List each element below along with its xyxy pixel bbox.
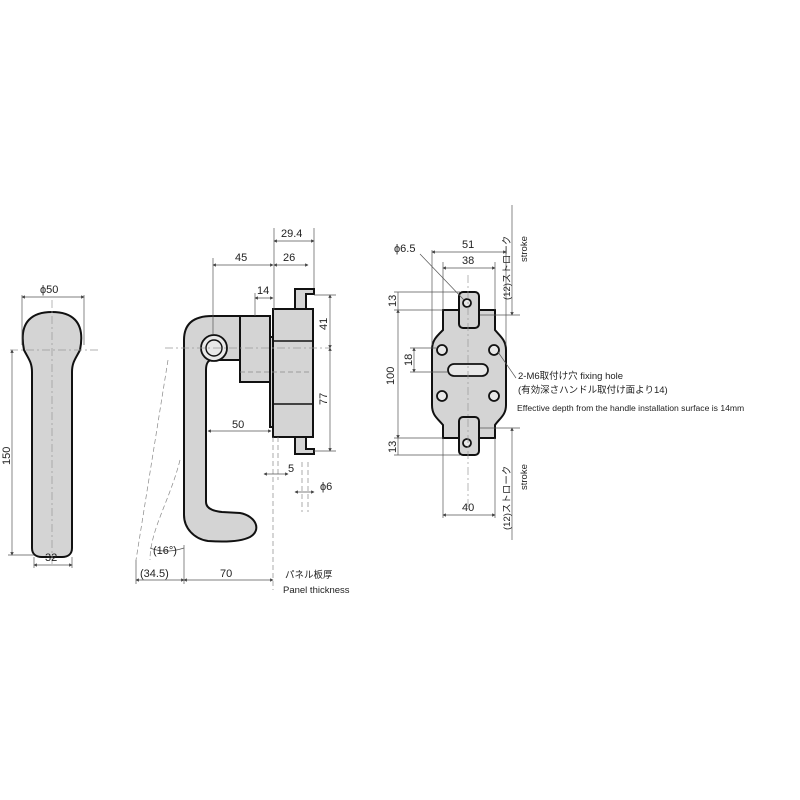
dim-width: 32: [45, 552, 57, 564]
dim-38: 38: [462, 255, 474, 267]
panel-thickness-label-jp: パネル板厚: [285, 569, 333, 581]
fixing-hole: [488, 390, 500, 402]
stroke-bottom-en: stroke: [519, 464, 530, 490]
swing-line: [135, 359, 169, 561]
dim-41: 41: [318, 318, 330, 330]
bottom-cam: [294, 436, 315, 455]
stroke-top-jp: (12)ストローク: [502, 236, 513, 300]
front-view: ϕ50 150 32: [1, 284, 100, 568]
dim-phi6-5: ϕ6.5: [394, 243, 415, 255]
dim-34-5: (34.5): [140, 568, 169, 580]
dim-14: 14: [257, 285, 269, 297]
dim-head-diameter: ϕ50: [40, 284, 58, 296]
dim-70: 70: [220, 568, 232, 580]
dim-angle: (16°): [153, 545, 177, 557]
top-cam-slot: [458, 291, 480, 329]
bottom-cam-slot: [458, 416, 480, 456]
dim-5: 5: [288, 463, 294, 475]
fixing-hole: [436, 390, 448, 402]
hole-phi6-5: [462, 298, 472, 308]
dim-77: 77: [318, 393, 330, 405]
lock-body: [272, 308, 314, 438]
stroke-top-en: stroke: [519, 236, 530, 262]
stroke-bottom-jp: (12)ストローク: [502, 466, 513, 530]
top-cam: [294, 288, 315, 310]
fixing-hole-note-2: (有効深さハンドル取付け面より14): [518, 384, 668, 396]
fixing-hole: [488, 344, 500, 356]
dim-51: 51: [462, 239, 474, 251]
dim-13-top: 13: [387, 295, 399, 307]
dim-26: 26: [283, 252, 295, 264]
dim-45: 45: [235, 252, 247, 264]
dim-18: 18: [403, 354, 415, 366]
dim-13-bottom: 13: [387, 441, 399, 453]
dim-100: 100: [385, 367, 397, 385]
dim-phi6: ϕ6: [320, 481, 332, 493]
fixing-hole: [436, 344, 448, 356]
fixing-hole-note-1: 2-M6取付け穴 fixing hole: [518, 370, 623, 382]
dim-length: 150: [1, 447, 13, 465]
rear-view: ϕ6.5 51 38 13 100 18 13 40: [385, 205, 744, 540]
dim-50: 50: [232, 419, 244, 431]
dim-40: 40: [462, 502, 474, 514]
dim-29-4: 29.4: [281, 228, 302, 240]
side-view: 29.4 45 26 14 41 77 50 5 ϕ6 (16°): [135, 228, 350, 596]
fixing-hole-note-3: Effective depth from the handle installa…: [517, 403, 744, 413]
panel-thickness-label-en: Panel thickness: [283, 585, 350, 596]
